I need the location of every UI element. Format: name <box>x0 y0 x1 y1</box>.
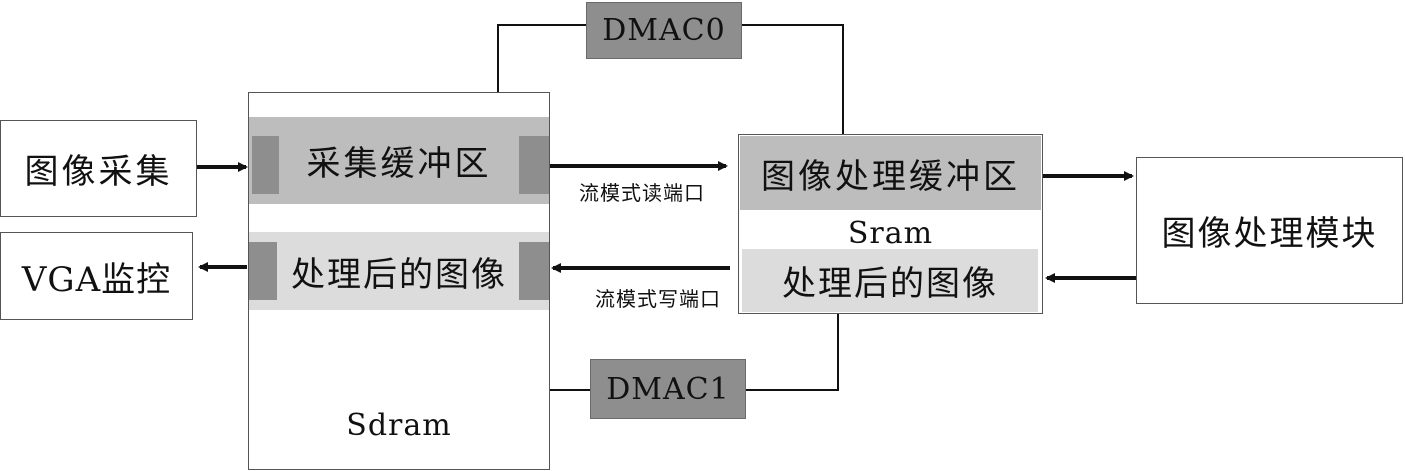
capture-buffer-band: 采集缓冲区 <box>249 117 549 204</box>
image-capture-label: 图像采集 <box>24 152 173 192</box>
dmac0-label: DMAC0 <box>602 13 726 48</box>
capture-buffer-label: 采集缓冲区 <box>306 144 492 184</box>
vga-monitor-label: VGA监控 <box>21 259 172 300</box>
dmac0-link <box>497 24 586 117</box>
dmac1-box: DMAC1 <box>590 359 746 419</box>
sdram-processed-right-cap <box>519 242 549 300</box>
sram-processed-band: 处理后的图像 <box>742 249 1038 312</box>
image-processing-module-label: 图像处理模块 <box>1161 214 1378 254</box>
vga-monitor-node: VGA监控 <box>0 232 193 320</box>
dmac1-to-sram-link <box>746 314 839 391</box>
image-processing-module-node: 图像处理模块 <box>1136 157 1403 304</box>
sram-label: Sram <box>847 215 934 251</box>
sdram-label: Sdram <box>346 407 452 443</box>
dmac0-to-sram-link <box>742 24 844 134</box>
capture-buffer-left-cap <box>252 136 279 194</box>
sram-processed-label: 处理后的图像 <box>782 264 998 304</box>
sdram-processed-left-cap <box>249 242 277 300</box>
stream-read-port-label: 流模式读端口 <box>579 180 705 205</box>
capture-buffer-right-cap <box>519 136 549 194</box>
image-capture-node: 图像采集 <box>0 120 197 217</box>
processing-buffer-band: 图像处理缓冲区 <box>740 136 1041 210</box>
stream-write-port-label: 流模式写端口 <box>595 286 721 311</box>
processing-buffer-label: 图像处理缓冲区 <box>761 156 1020 197</box>
dmac1-label: DMAC1 <box>606 371 730 407</box>
sdram-processed-label: 处理后的图像 <box>291 254 507 295</box>
sdram-processed-band: 处理后的图像 <box>249 232 549 310</box>
dmac0-box: DMAC0 <box>586 2 742 59</box>
